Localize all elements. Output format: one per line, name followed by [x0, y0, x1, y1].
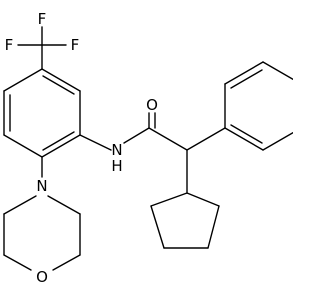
bond — [52, 254, 81, 271]
bond — [262, 131, 293, 151]
morpholine-ring: N O — [3, 156, 81, 286]
bond — [230, 124, 263, 144]
bond — [262, 61, 293, 81]
bond — [42, 131, 75, 151]
aryl-ring — [3, 68, 81, 158]
bond — [148, 127, 188, 151]
amide-group: O N H — [79, 96, 188, 175]
cyclopentyl-ring — [150, 149, 220, 249]
bond — [3, 134, 43, 158]
amide-nitrogen-label: N — [111, 141, 122, 159]
phenyl-ring — [186, 61, 293, 151]
bond — [47, 195, 81, 215]
bond — [3, 254, 32, 271]
amide-hydrogen-label: H — [111, 157, 122, 175]
bond — [207, 205, 220, 249]
bond — [79, 134, 112, 151]
carbonyl-oxygen-label: O — [146, 96, 158, 114]
fluorine-right-label: F — [71, 36, 80, 54]
morpholine-oxygen-label: O — [36, 268, 48, 286]
bond — [3, 195, 37, 215]
bond — [230, 69, 263, 89]
bond — [41, 134, 81, 158]
bond — [3, 68, 43, 92]
bond — [186, 127, 226, 151]
morpholine-nitrogen-label: N — [36, 177, 47, 195]
bond — [41, 68, 81, 92]
trifluoromethyl-group: F F F — [5, 10, 80, 70]
bond — [224, 127, 264, 151]
fluorine-left-label: F — [5, 36, 14, 54]
bond — [186, 192, 220, 207]
bond — [123, 127, 150, 144]
bond — [150, 192, 188, 207]
bond — [150, 205, 165, 249]
bond — [224, 61, 264, 85]
fluorine-top-label: F — [38, 10, 47, 28]
bond — [42, 75, 75, 95]
chemical-structure: F F F O N H — [3, 10, 293, 286]
